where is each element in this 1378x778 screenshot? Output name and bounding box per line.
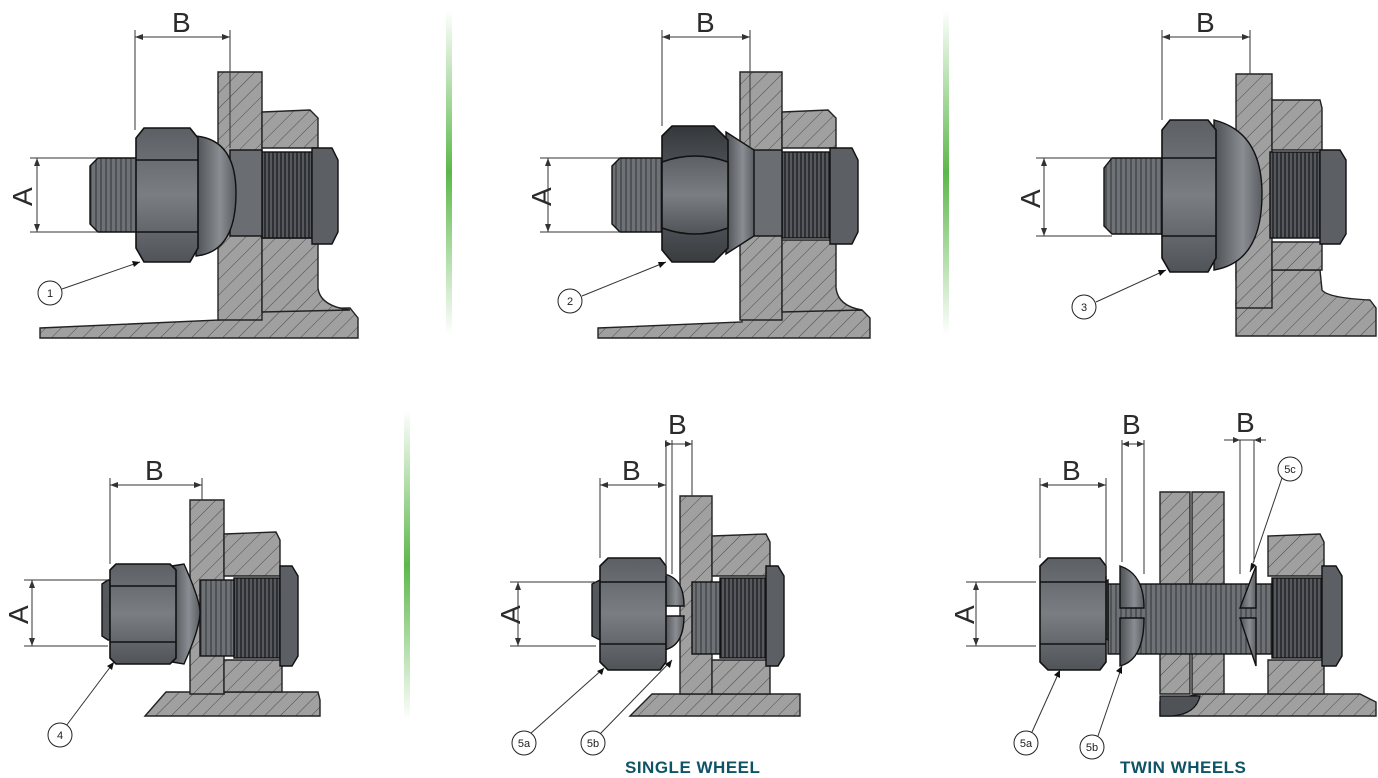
- callout-2: 2: [567, 296, 573, 308]
- divider-1: [446, 10, 452, 335]
- callout-5a: 5a: [518, 738, 531, 750]
- figure-1: B A 1: [7, 7, 359, 339]
- callout-5b: 5b: [587, 738, 599, 750]
- dimension-label-b: B: [696, 7, 715, 38]
- dimension-label-b: B: [622, 455, 641, 486]
- dimension-label-b: B: [172, 7, 191, 38]
- dimension-label-a: A: [3, 605, 34, 624]
- dimension-label-b: B: [1196, 7, 1215, 38]
- dimension-label-b: B: [1122, 409, 1141, 440]
- dimension-label-a: A: [949, 605, 980, 624]
- callout-1: 1: [47, 288, 53, 300]
- callout-5c: 5c: [1284, 464, 1296, 476]
- figure-3: B A 3: [1015, 7, 1377, 337]
- figure-2: B A 2: [526, 7, 871, 339]
- dimension-label-b: B: [1236, 407, 1255, 438]
- caption-twin-wheels: TWIN WHEELS: [1120, 758, 1246, 777]
- divider-3: [404, 410, 410, 720]
- dimension-label-b: B: [145, 455, 164, 486]
- figure-5-single-wheel: B B A 5a 5b: [495, 409, 801, 756]
- callout-5a: 5a: [1020, 738, 1033, 750]
- dimension-label-a: A: [526, 187, 557, 206]
- dimension-label-a: A: [7, 187, 38, 206]
- dimension-label-b: B: [668, 409, 687, 440]
- caption-single-wheel: SINGLE WHEEL: [625, 758, 760, 777]
- divider-2: [943, 10, 949, 335]
- callout-5b: 5b: [1086, 742, 1098, 754]
- dimension-label-b: B: [1062, 455, 1081, 486]
- dimension-label-a: A: [1015, 189, 1046, 208]
- dimension-label-a: A: [495, 605, 526, 624]
- figure-4: B A 4: [3, 455, 321, 748]
- callout-4: 4: [57, 730, 63, 742]
- figure-5-twin-wheels: B B B A 5a 5b 5c: [949, 407, 1377, 760]
- callout-3: 3: [1081, 302, 1087, 314]
